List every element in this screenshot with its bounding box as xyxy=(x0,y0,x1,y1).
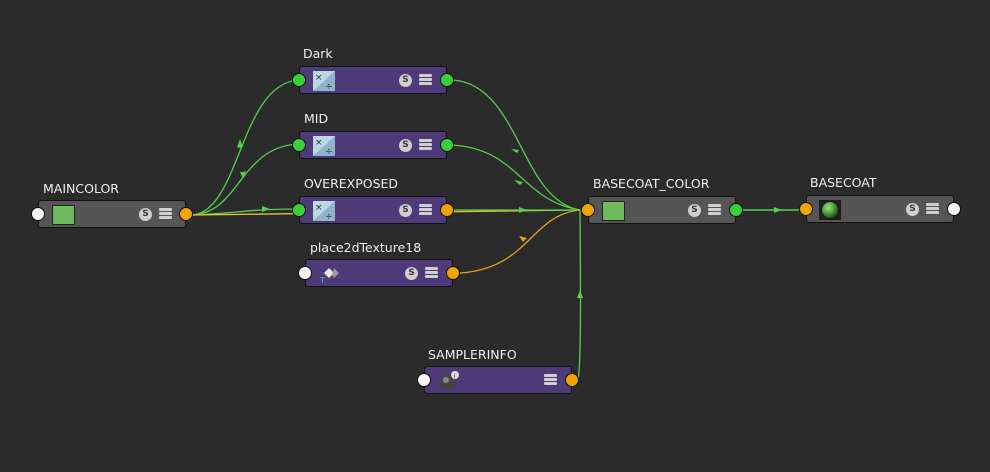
swatch-s-icon[interactable]: S xyxy=(688,204,701,217)
attribute-menu-icon[interactable] xyxy=(159,208,172,221)
svg-text:×: × xyxy=(315,203,323,213)
color-swatch xyxy=(52,205,75,225)
color-math-icon: × ÷ xyxy=(313,136,335,156)
node-title-mid: MID xyxy=(304,111,329,126)
arrow-head xyxy=(519,236,527,242)
svg-text:i: i xyxy=(454,373,456,380)
node-basecoat[interactable]: S xyxy=(806,195,954,223)
output-port[interactable] xyxy=(729,203,743,217)
arrow-head xyxy=(577,290,583,298)
node-place2dtexture[interactable]: T S xyxy=(305,259,453,287)
place2d-texture-icon: T xyxy=(319,268,339,284)
attribute-menu-icon[interactable] xyxy=(419,139,432,152)
node-title-dark: Dark xyxy=(303,46,333,61)
input-port[interactable] xyxy=(292,73,306,87)
attribute-menu-icon[interactable] xyxy=(419,204,432,217)
arrow-head xyxy=(519,207,527,213)
attribute-menu-icon[interactable] xyxy=(419,74,432,87)
color-math-icon: × ÷ xyxy=(313,71,335,91)
swatch-s-icon[interactable]: S xyxy=(906,203,919,216)
attribute-menu-icon[interactable] xyxy=(425,267,438,280)
input-port[interactable] xyxy=(417,373,431,387)
attribute-menu-icon[interactable] xyxy=(926,203,939,216)
node-maincolor[interactable]: S xyxy=(38,200,186,228)
node-dark[interactable]: × ÷ S xyxy=(299,66,447,94)
svg-text:÷: ÷ xyxy=(325,212,333,221)
input-port[interactable] xyxy=(31,207,45,221)
node-title-samplerinfo: SAMPLERINFO xyxy=(428,347,517,362)
connection-place2d-basecoat-color xyxy=(459,209,581,274)
output-port[interactable] xyxy=(440,203,454,217)
shader-sphere-icon xyxy=(819,200,841,220)
node-title-basecoat: BASECOAT xyxy=(810,175,877,190)
input-port[interactable] xyxy=(292,138,306,152)
input-port[interactable] xyxy=(292,203,306,217)
arrow-head xyxy=(262,206,270,212)
svg-text:÷: ÷ xyxy=(325,82,333,91)
input-port[interactable] xyxy=(298,266,312,280)
output-port[interactable] xyxy=(565,373,579,387)
arrow-head xyxy=(240,171,246,179)
swatch-s-icon[interactable]: S xyxy=(405,267,418,280)
output-port[interactable] xyxy=(440,138,454,152)
connection-maincolor-mid xyxy=(192,143,299,216)
input-port[interactable] xyxy=(799,202,813,216)
swatch-s-icon[interactable]: S xyxy=(399,204,412,217)
node-title-basecoat-color: BASECOAT_COLOR xyxy=(593,176,710,191)
swatch-s-icon[interactable]: S xyxy=(399,74,412,87)
node-mid[interactable]: × ÷ S xyxy=(299,131,447,159)
attribute-menu-icon[interactable] xyxy=(544,374,557,387)
color-math-icon: × ÷ xyxy=(313,201,335,221)
input-port[interactable] xyxy=(581,203,595,217)
output-port[interactable] xyxy=(440,73,454,87)
output-port[interactable] xyxy=(446,266,460,280)
node-basecoat-color[interactable]: S xyxy=(588,196,736,224)
svg-text:×: × xyxy=(315,73,323,83)
output-port[interactable] xyxy=(179,207,193,221)
svg-text:÷: ÷ xyxy=(325,147,333,156)
node-title-overexposed: OVEREXPOSED xyxy=(304,176,399,191)
connection-maincolor-dark xyxy=(192,79,299,216)
node-overexposed[interactable]: × ÷ S xyxy=(299,196,447,224)
node-samplerinfo[interactable]: i xyxy=(424,366,572,394)
swatch-s-icon[interactable]: S xyxy=(139,208,152,221)
svg-text:T: T xyxy=(319,276,325,284)
connection-samplerinfo-basecoat-color xyxy=(577,209,582,381)
svg-text:×: × xyxy=(315,138,323,148)
connection-dark-basecoat-color xyxy=(452,79,581,211)
color-swatch xyxy=(602,201,625,221)
swatch-s-icon[interactable]: S xyxy=(399,139,412,152)
arrow-head xyxy=(774,207,782,213)
arrow-head xyxy=(514,180,523,185)
arrow-head xyxy=(237,139,243,148)
node-title-place2d: place2dTexture18 xyxy=(310,240,422,255)
sampler-info-icon: i xyxy=(440,371,459,390)
arrow-head xyxy=(511,149,519,153)
node-title-maincolor: MAINCOLOR xyxy=(43,181,119,196)
connection-mid-basecoat-color xyxy=(452,144,581,211)
attribute-menu-icon[interactable] xyxy=(708,204,721,217)
output-port[interactable] xyxy=(947,202,961,216)
